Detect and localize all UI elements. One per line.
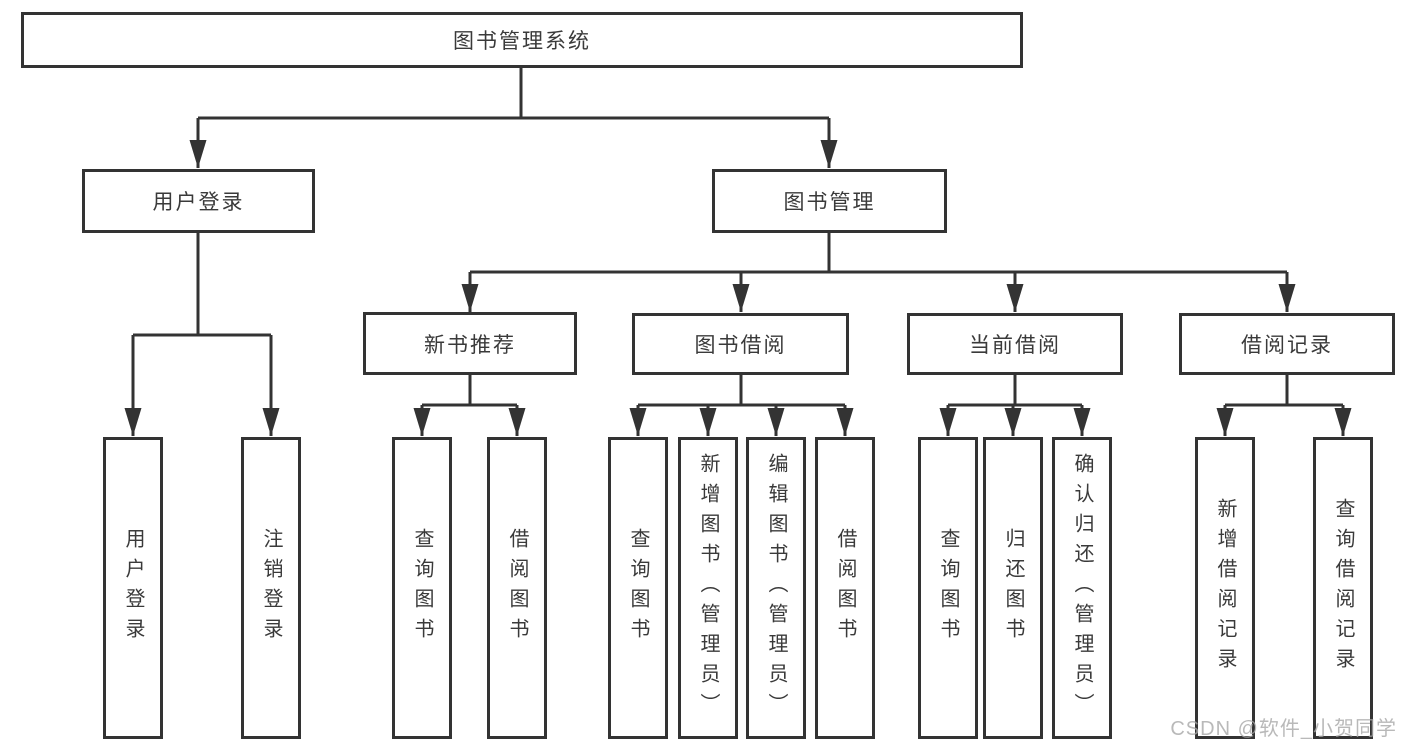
leaf-query-book-2-label: 查询图书	[627, 528, 649, 648]
stem-book-borrow	[638, 374, 845, 407]
node-root-label: 图书管理系统	[453, 30, 591, 53]
leaf-query-borrow-record-label: 查询借阅记录	[1332, 498, 1354, 678]
stem-new-book-recommend	[422, 374, 517, 407]
node-new-book-recommend: 新书推荐	[363, 312, 577, 375]
stem-borrow-records	[1225, 374, 1343, 407]
node-book-management: 图书管理	[712, 169, 947, 233]
leaf-edit-book-admin-label: 编辑图书（管理员）	[765, 453, 787, 723]
leaf-borrow-book-2: 借阅图书	[815, 437, 875, 739]
stem-root	[198, 66, 829, 120]
leaf-add-book-admin: 新增图书（管理员）	[678, 437, 738, 739]
leaf-add-borrow-record: 新增借阅记录	[1195, 437, 1255, 739]
leaf-add-borrow-record-label: 新增借阅记录	[1214, 498, 1236, 678]
node-current-borrow-label: 当前借阅	[969, 334, 1061, 357]
stem-user-login	[133, 231, 271, 337]
leaf-logout-label: 注销登录	[260, 528, 282, 648]
leaf-borrow-book-2-label: 借阅图书	[834, 528, 856, 648]
watermark: CSDN @软件_小贺同学	[1170, 718, 1397, 740]
leaf-edit-book-admin: 编辑图书（管理员）	[746, 437, 806, 739]
leaf-query-book-2: 查询图书	[608, 437, 668, 739]
leaf-query-book-1: 查询图书	[392, 437, 452, 739]
leaf-user-login: 用户登录	[103, 437, 163, 739]
stem-current-borrow	[948, 374, 1082, 407]
node-book-borrow-label: 图书借阅	[694, 334, 787, 357]
leaf-confirm-return-admin: 确认归还（管理员）	[1052, 437, 1112, 739]
node-book-borrow: 图书借阅	[632, 313, 849, 375]
leaf-query-borrow-record: 查询借阅记录	[1313, 437, 1373, 739]
node-user-login-label: 用户登录	[152, 191, 245, 214]
leaf-query-book-3: 查询图书	[918, 437, 978, 739]
leaf-borrow-book-1: 借阅图书	[487, 437, 547, 739]
node-root: 图书管理系统	[21, 12, 1023, 68]
leaf-query-book-3-label: 查询图书	[937, 528, 959, 648]
stem-book-management	[470, 231, 1287, 274]
node-current-borrow: 当前借阅	[907, 313, 1123, 375]
leaf-query-book-1-label: 查询图书	[411, 528, 433, 648]
node-borrow-records-label: 借阅记录	[1241, 334, 1333, 357]
node-user-login: 用户登录	[82, 169, 315, 233]
node-book-management-label: 图书管理	[783, 191, 876, 214]
leaf-logout: 注销登录	[241, 437, 301, 739]
leaf-add-book-admin-label: 新增图书（管理员）	[697, 453, 719, 723]
leaf-return-book-label: 归还图书	[1002, 528, 1024, 648]
leaf-confirm-return-admin-label: 确认归还（管理员）	[1071, 453, 1093, 723]
leaf-return-book: 归还图书	[983, 437, 1043, 739]
node-borrow-records: 借阅记录	[1179, 313, 1395, 375]
leaf-user-login-label: 用户登录	[122, 528, 144, 648]
node-new-book-recommend-label: 新书推荐	[424, 333, 516, 357]
leaf-borrow-book-1-label: 借阅图书	[506, 528, 528, 648]
